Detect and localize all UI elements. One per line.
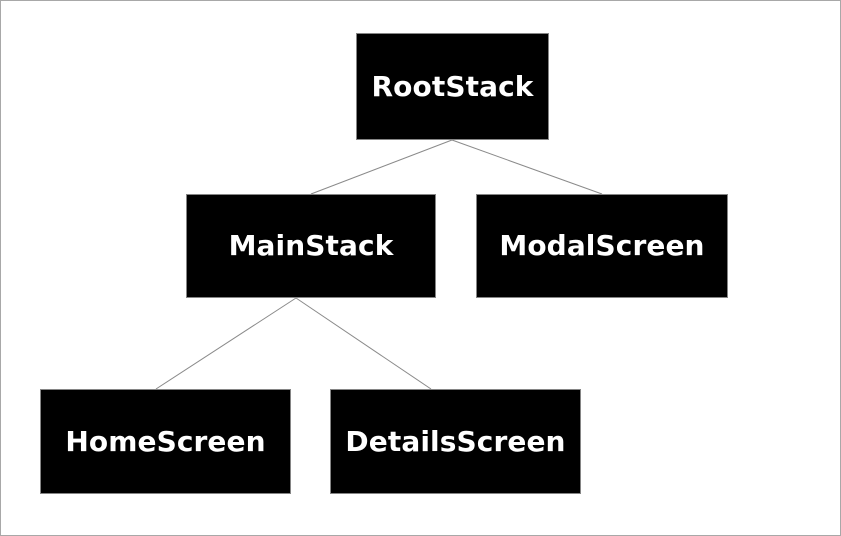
edge-mainstack-to-homescreen bbox=[155, 297, 297, 390]
edge-rootstack-to-mainstack bbox=[310, 139, 453, 195]
node-mainstack-label: MainStack bbox=[228, 229, 394, 262]
node-modalscreen[interactable]: ModalScreen bbox=[476, 194, 728, 298]
node-mainstack[interactable]: MainStack bbox=[186, 194, 436, 298]
edge-mainstack-to-detailsscreen bbox=[295, 297, 432, 390]
node-detailsscreen[interactable]: DetailsScreen bbox=[330, 389, 581, 494]
node-homescreen[interactable]: HomeScreen bbox=[40, 389, 291, 494]
node-detailsscreen-label: DetailsScreen bbox=[345, 424, 566, 458]
edge-rootstack-to-modalscreen bbox=[451, 139, 603, 195]
node-modalscreen-label: ModalScreen bbox=[499, 229, 705, 262]
node-homescreen-label: HomeScreen bbox=[65, 424, 266, 458]
node-rootstack-label: RootStack bbox=[371, 69, 534, 103]
node-rootstack[interactable]: RootStack bbox=[356, 33, 549, 140]
